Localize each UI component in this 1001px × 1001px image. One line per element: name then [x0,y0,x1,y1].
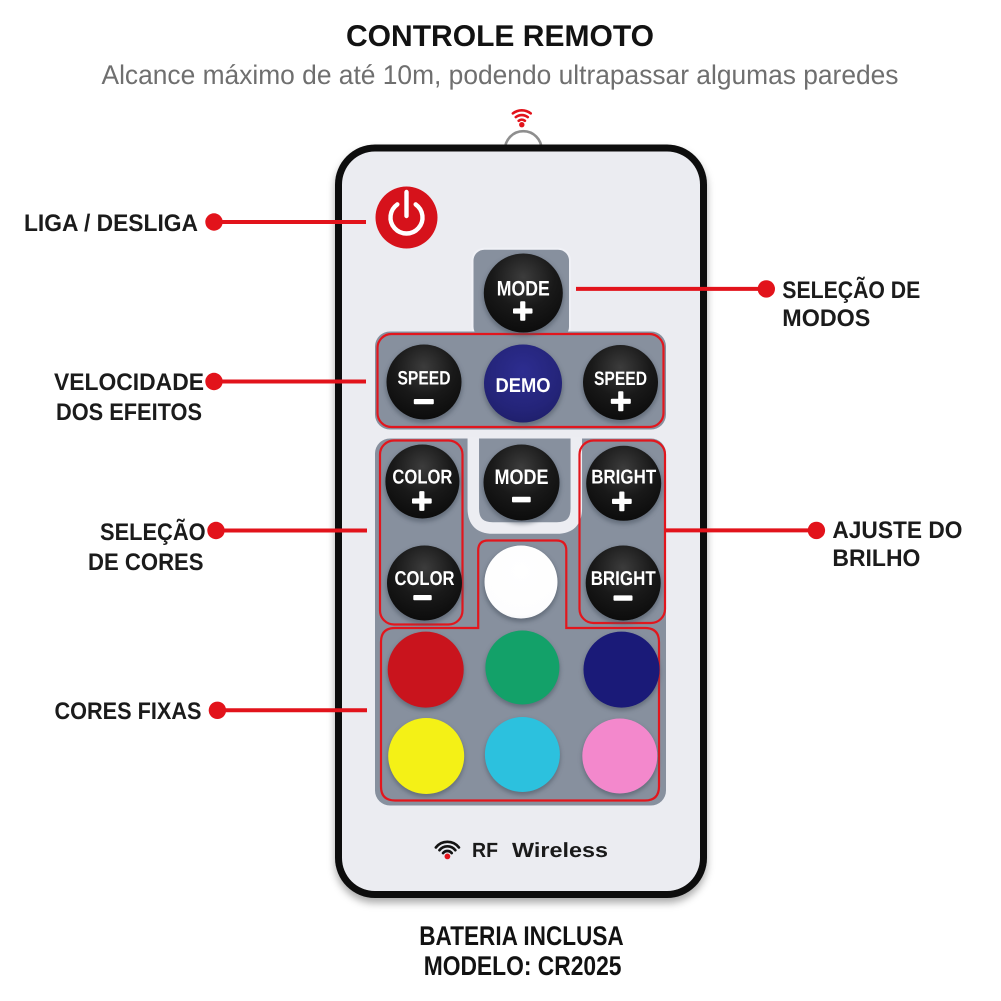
svg-text:SELEÇÃO: SELEÇÃO [100,518,206,546]
svg-text:BRILHO: BRILHO [832,545,920,572]
svg-text:COLOR: COLOR [392,467,452,489]
svg-text:BRIGHT: BRIGHT [591,467,656,489]
svg-text:VELOCIDADE: VELOCIDADE [54,369,204,396]
svg-text:MODELO: CR2025: MODELO: CR2025 [424,951,622,981]
svg-text:SPEED: SPEED [398,368,451,390]
svg-text:RF: RF [472,839,498,862]
svg-text:SPEED: SPEED [594,368,647,390]
svg-text:LIGA / DESLIGA: LIGA / DESLIGA [24,210,198,237]
svg-text:DE CORES: DE CORES [88,549,204,576]
svg-text:Alcance máximo de até 10m, pod: Alcance máximo de até 10m, podendo ultra… [102,60,899,90]
svg-text:COLOR: COLOR [395,568,455,590]
svg-text:MODE: MODE [497,278,550,301]
svg-text:MODE: MODE [495,466,549,489]
svg-text:DEMO: DEMO [496,375,551,397]
svg-text:DOS EFEITOS: DOS EFEITOS [56,399,202,426]
svg-text:BRIGHT: BRIGHT [591,568,656,590]
svg-text:SELEÇÃO DE: SELEÇÃO DE [782,276,920,304]
svg-text:CONTROLE REMOTO: CONTROLE REMOTO [346,20,654,53]
svg-text:Wireless: Wireless [512,839,608,862]
svg-text:CORES FIXAS: CORES FIXAS [55,698,202,725]
svg-text:AJUSTE DO: AJUSTE DO [832,517,962,544]
svg-text:MODOS: MODOS [782,305,870,332]
svg-text:BATERIA INCLUSA: BATERIA INCLUSA [419,921,624,951]
